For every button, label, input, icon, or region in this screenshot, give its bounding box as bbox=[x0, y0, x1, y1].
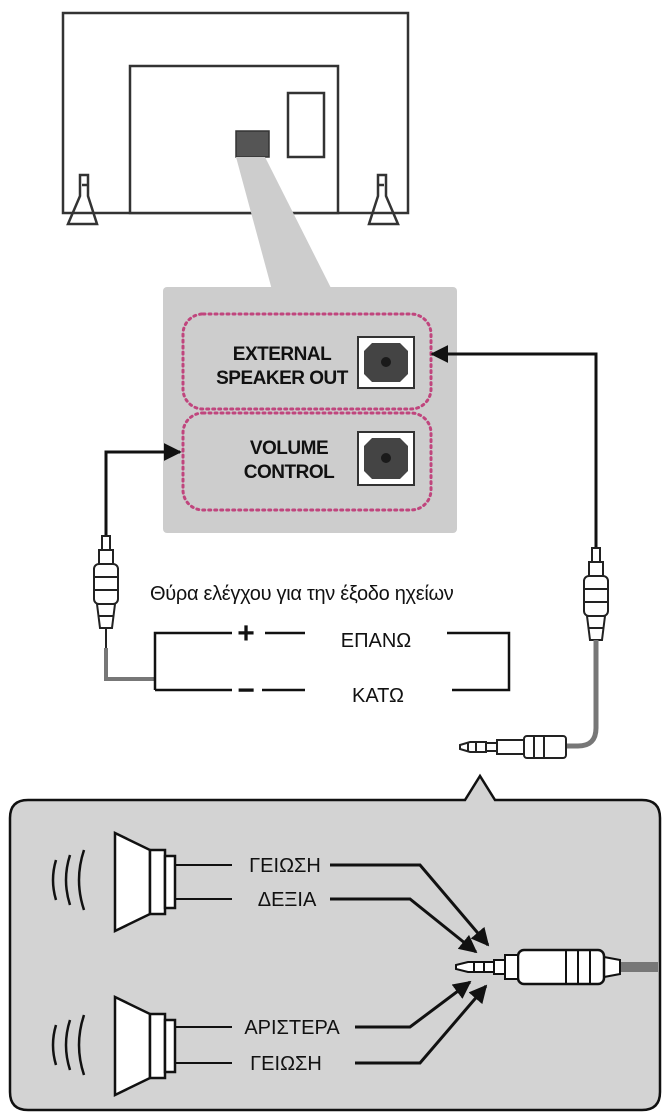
tv-stand-right bbox=[367, 173, 400, 226]
external-speaker-out-jack[interactable] bbox=[357, 336, 415, 389]
external-speaker-out-label-line1: EXTERNAL bbox=[233, 344, 332, 365]
top-ground-label: ΓΕΙΩΣΗ bbox=[249, 855, 321, 877]
tv-port-highlight bbox=[235, 130, 270, 158]
control-port-caption: Θύρα ελέγχου για την έξοδο ηχείων bbox=[150, 583, 454, 605]
right-plug-cable bbox=[566, 640, 599, 749]
volume-control-cable bbox=[104, 443, 182, 545]
volume-bracket bbox=[153, 631, 511, 692]
mini-jack-plug bbox=[459, 735, 567, 759]
tv-stand-left bbox=[66, 173, 99, 226]
down-label: ΚΑΤΩ bbox=[352, 685, 404, 707]
right-channel-label: ΔΕΞΙΑ bbox=[258, 889, 317, 911]
callout-pointer bbox=[236, 157, 332, 290]
wiring-leaders bbox=[330, 863, 490, 1065]
plus-symbol: + bbox=[237, 617, 255, 650]
external-speaker-out-label-line2: SPEAKER OUT bbox=[216, 368, 349, 389]
speaker-bottom bbox=[51, 995, 177, 1097]
speaker-wire-stubs bbox=[175, 864, 232, 1064]
volume-control-jack[interactable] bbox=[357, 431, 415, 486]
left-channel-label: ΑΡΙΣΤΕΡΑ bbox=[244, 1017, 340, 1039]
sound-waves-icon bbox=[51, 1014, 86, 1076]
right-plug bbox=[583, 547, 609, 641]
speaker-out-cable bbox=[430, 345, 598, 557]
volume-control-label-line1: VOLUME bbox=[250, 438, 328, 459]
stereo-plug-large bbox=[455, 948, 658, 986]
sound-waves-icon bbox=[51, 849, 86, 911]
volume-control-outline bbox=[181, 411, 433, 512]
bottom-ground-label: ΓΕΙΩΣΗ bbox=[250, 1053, 322, 1075]
speaker-top bbox=[51, 831, 177, 933]
tv-back-illustration bbox=[61, 11, 410, 226]
minus-symbol: − bbox=[237, 674, 255, 707]
left-plug-cable bbox=[104, 648, 155, 681]
tv-vent-box bbox=[286, 91, 326, 159]
volume-control-label-line2: CONTROL bbox=[244, 462, 335, 483]
up-label: ΕΠΑΝΩ bbox=[341, 630, 412, 652]
speaker-icon bbox=[113, 995, 177, 1097]
left-plug bbox=[93, 535, 119, 648]
speaker-wiring-box bbox=[8, 773, 662, 1112]
speaker-icon bbox=[113, 831, 177, 933]
